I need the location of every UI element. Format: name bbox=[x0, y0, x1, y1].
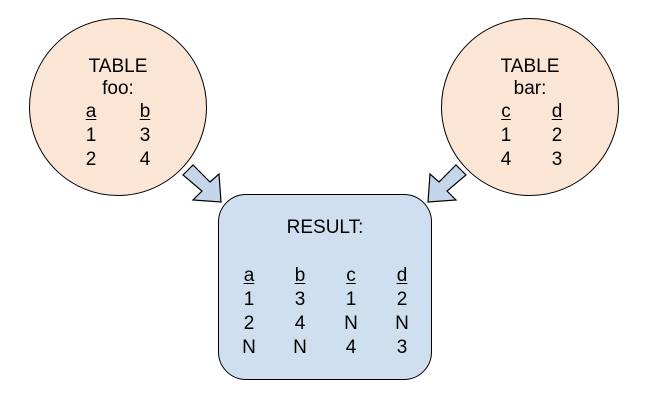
column-header: c bbox=[501, 101, 511, 122]
cell: 4 bbox=[294, 313, 306, 334]
column-header: b bbox=[139, 101, 151, 122]
result-box: RESULT: a 1 2 N b 3 4 N c 1 N 4 d 2 N 3 bbox=[218, 194, 432, 380]
right-arrow-icon bbox=[427, 164, 467, 203]
cell: N bbox=[293, 337, 307, 358]
table-bar-name: bar: bbox=[513, 78, 547, 99]
left-arrow-icon bbox=[182, 164, 222, 203]
cell: 2 bbox=[551, 125, 563, 146]
cell: 2 bbox=[396, 289, 408, 310]
cell: 3 bbox=[551, 149, 563, 170]
foo-column-b: b 3 4 bbox=[130, 100, 160, 172]
cell: N bbox=[242, 337, 256, 358]
result-column-c: c 1 N 4 bbox=[336, 264, 366, 360]
bar-column-c: c 1 4 bbox=[491, 100, 521, 172]
cell: 1 bbox=[345, 289, 357, 310]
cell: 2 bbox=[85, 149, 97, 170]
table-foo-title: TABLE bbox=[88, 56, 148, 77]
result-column-b: b 3 4 N bbox=[285, 264, 315, 360]
column-header: c bbox=[346, 265, 356, 286]
column-header: d bbox=[396, 265, 408, 286]
cell: 2 bbox=[243, 313, 255, 334]
result-column-a: a 1 2 N bbox=[234, 264, 264, 360]
cell: 4 bbox=[345, 337, 357, 358]
cell: N bbox=[344, 313, 358, 334]
result-title: RESULT: bbox=[286, 217, 364, 238]
column-header: d bbox=[551, 101, 563, 122]
foo-column-a: a 1 2 bbox=[76, 100, 106, 172]
bar-column-d: d 2 3 bbox=[542, 100, 572, 172]
result-column-d: d 2 N 3 bbox=[387, 264, 417, 360]
cell: N bbox=[395, 313, 409, 334]
table-foo-name: foo: bbox=[102, 78, 134, 99]
table-bar-title: TABLE bbox=[500, 56, 560, 77]
cell: 1 bbox=[243, 289, 255, 310]
cell: 4 bbox=[139, 149, 151, 170]
cell: 1 bbox=[500, 125, 512, 146]
column-header: a bbox=[243, 265, 255, 286]
table-foo-circle: TABLE foo: a 1 2 b 3 4 bbox=[29, 18, 207, 196]
cell: 3 bbox=[396, 337, 408, 358]
table-bar-circle: TABLE bar: c 1 4 d 2 3 bbox=[441, 18, 619, 196]
cell: 3 bbox=[139, 125, 151, 146]
cell: 1 bbox=[85, 125, 97, 146]
cell: 4 bbox=[500, 149, 512, 170]
cell: 3 bbox=[294, 289, 306, 310]
column-header: b bbox=[294, 265, 306, 286]
column-header: a bbox=[85, 101, 97, 122]
